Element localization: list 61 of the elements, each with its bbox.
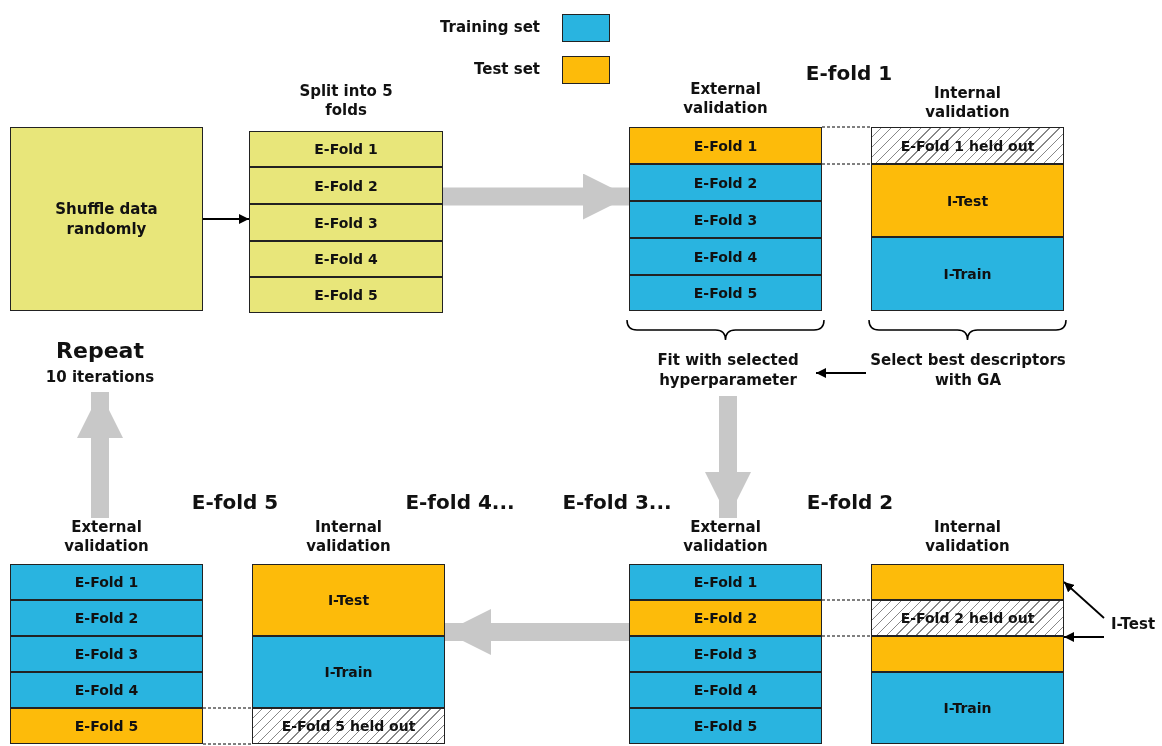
dotted-connector xyxy=(821,126,872,165)
panel-heading: E-fold 3... xyxy=(562,490,672,514)
test-block xyxy=(871,636,1064,672)
arrow xyxy=(815,368,867,378)
fold-row: E-Fold 3 xyxy=(10,636,203,672)
repeat-heading: Repeat xyxy=(55,337,145,365)
block-arrow xyxy=(705,396,751,518)
arrow xyxy=(202,214,250,224)
stack-heading: Split into 5 folds xyxy=(298,82,394,120)
fold-row: E-Fold 5 xyxy=(629,275,822,311)
fold-row: E-Fold 4 xyxy=(249,241,443,277)
fold-row: E-Fold 3 xyxy=(629,636,822,672)
arrow xyxy=(1063,581,1105,619)
stack-heading: Internal validation xyxy=(924,84,1011,122)
dotted-connector xyxy=(202,707,253,745)
fold-row: I-Test xyxy=(252,564,445,636)
fold-row: I-Train xyxy=(871,672,1064,744)
fold-row: E-Fold 5 xyxy=(10,708,203,744)
stack-heading: Internal validation xyxy=(305,518,392,556)
fold-row: E-Fold 3 xyxy=(629,201,822,238)
fold-row: I-Train xyxy=(252,636,445,708)
panel-heading: E-fold 1 xyxy=(805,61,893,85)
step-text: Select best descriptors with GA xyxy=(866,350,1070,396)
fold-row: E-Fold 4 xyxy=(629,672,822,708)
arrow xyxy=(1063,632,1105,642)
test-block xyxy=(871,564,1064,600)
dotted-connector xyxy=(821,599,872,637)
block-arrow xyxy=(77,392,123,518)
fold-row: E-Fold 2 xyxy=(629,600,822,636)
panel-heading: E-fold 2 xyxy=(806,490,894,514)
held-out-fold: E-Fold 2 held out xyxy=(871,600,1064,636)
fold-row: E-Fold 4 xyxy=(10,672,203,708)
block-arrow xyxy=(445,609,629,655)
block-arrow xyxy=(443,173,629,220)
fold-row: I-Test xyxy=(871,164,1064,237)
held-out-fold: E-Fold 5 held out xyxy=(252,708,445,744)
fold-row: E-Fold 2 xyxy=(249,167,443,204)
fold-row: I-Train xyxy=(871,237,1064,311)
step-text: Fit with selected hyperparameter xyxy=(640,350,816,396)
fold-row: E-Fold 1 xyxy=(249,131,443,167)
fold-row: E-Fold 1 xyxy=(629,127,822,164)
fold-row: E-Fold 1 xyxy=(629,564,822,600)
stack-heading: External validation xyxy=(63,518,150,556)
stack-heading: External validation xyxy=(682,518,769,556)
fold-row: E-Fold 2 xyxy=(629,164,822,201)
fold-row: E-Fold 5 xyxy=(249,277,443,313)
process-box: Shuffle data randomly xyxy=(10,127,203,311)
fold-row: E-Fold 2 xyxy=(10,600,203,636)
step-text: I-Test xyxy=(1104,614,1162,638)
fold-row: E-Fold 3 xyxy=(249,204,443,241)
iteration-text: 10 iterations xyxy=(44,367,156,388)
legend-label: Test set xyxy=(474,60,540,78)
fold-row: E-Fold 4 xyxy=(629,238,822,275)
panel-heading: E-fold 4... xyxy=(405,490,515,514)
fold-row: E-Fold 5 xyxy=(629,708,822,744)
held-out-fold: E-Fold 1 held out xyxy=(871,127,1064,164)
stack-heading: Internal validation xyxy=(924,518,1011,556)
fold-row: E-Fold 1 xyxy=(10,564,203,600)
panel-heading: E-fold 5 xyxy=(191,490,279,514)
stack-heading: External validation xyxy=(682,80,769,118)
legend-label: Training set xyxy=(440,18,540,36)
